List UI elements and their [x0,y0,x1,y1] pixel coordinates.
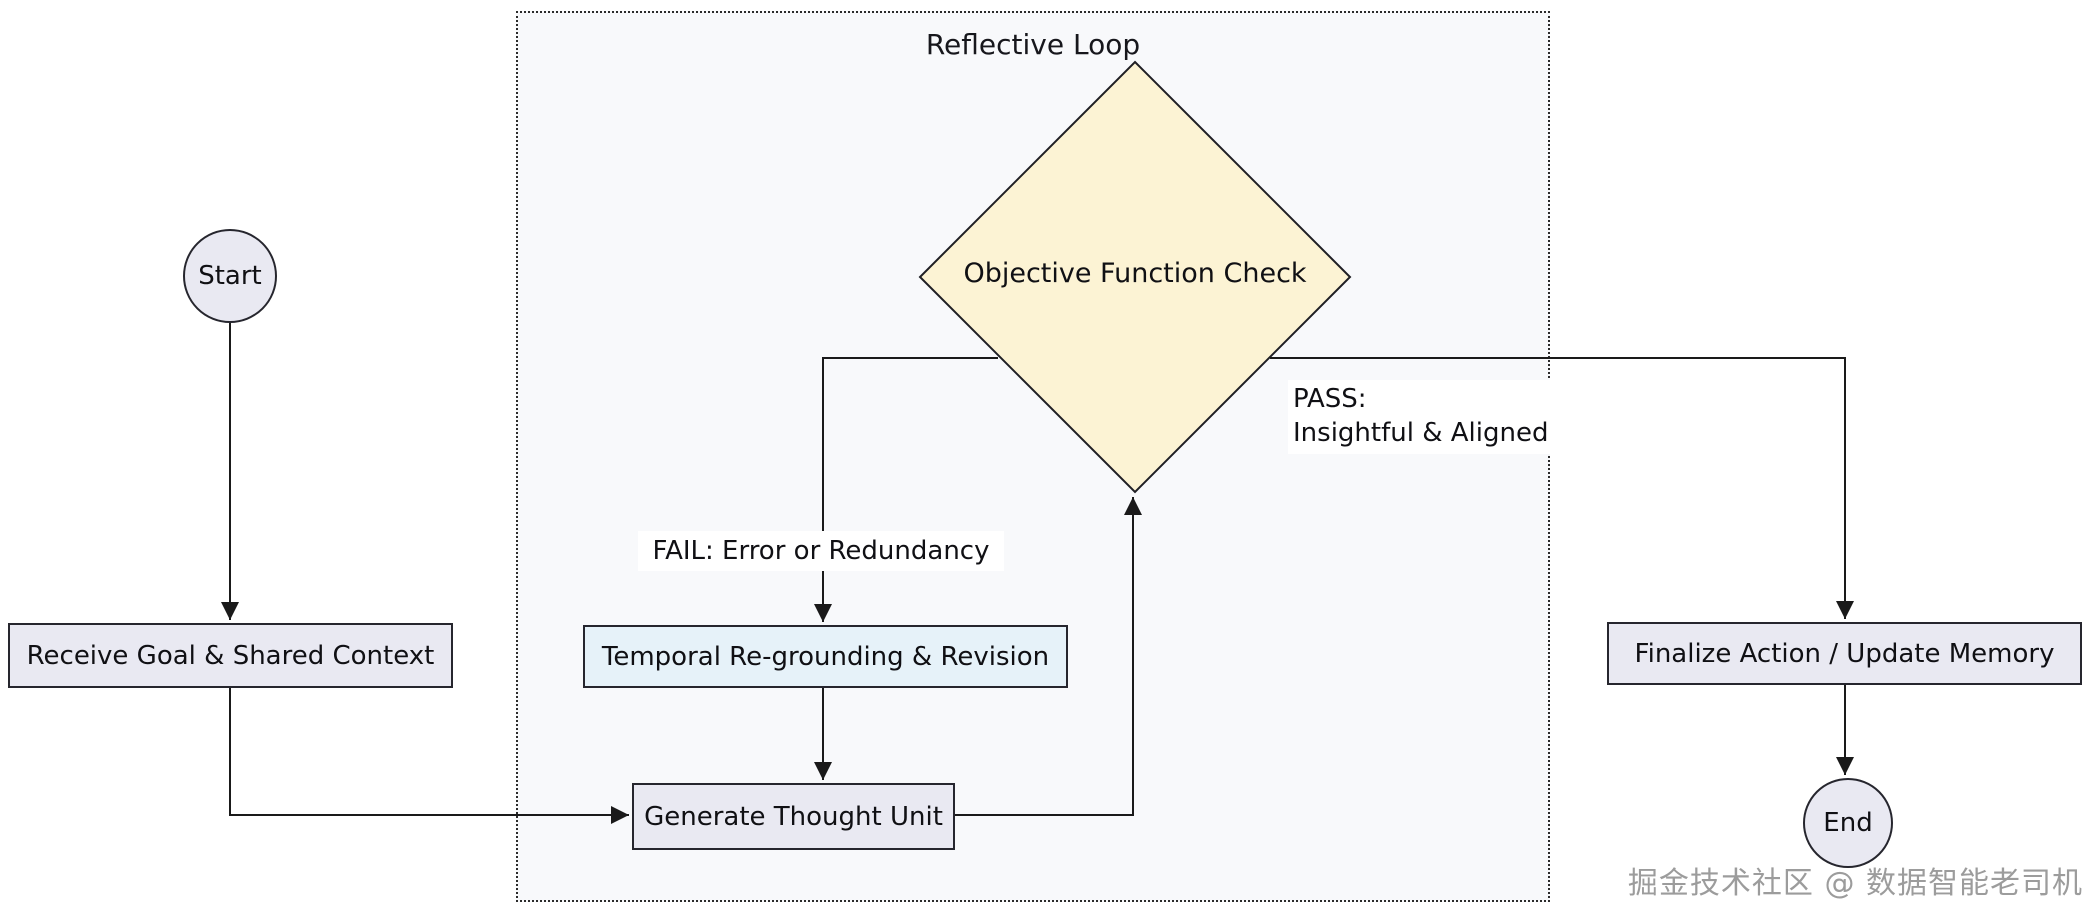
node-temporal-regrounding: Temporal Re-grounding & Revision [583,625,1068,688]
node-generate-thought: Generate Thought Unit [632,783,955,850]
edge-label-fail: FAIL: Error or Redundancy [638,531,1004,571]
watermark: 掘金技术社区 @ 数据智能老司机 [1627,866,2083,901]
edge-receive-to-generate [229,688,629,824]
edge-label-pass-line2: Insightful & Aligned [1293,418,1549,448]
edge-label-pass-line1: PASS: [1293,384,1367,414]
node-end: End [1803,778,1893,868]
edge-decision-fail-to-temporal [814,357,998,622]
reflective-loop-subgraph [516,11,1550,902]
node-receive-goal: Receive Goal & Shared Context [8,623,453,688]
edge-generate-to-decision [955,497,1142,816]
node-objective-check-label: Objective Function Check [963,258,1307,289]
subgraph-title: Reflective Loop [925,28,1141,61]
node-finalize-action: Finalize Action / Update Memory [1607,622,2082,685]
node-start: Start [183,229,277,323]
objective-check-diamond [918,60,1352,494]
edge-decision-pass-to-finalize [1270,357,1854,619]
edge-label-pass: PASS: Insightful & Aligned [1288,380,1557,454]
